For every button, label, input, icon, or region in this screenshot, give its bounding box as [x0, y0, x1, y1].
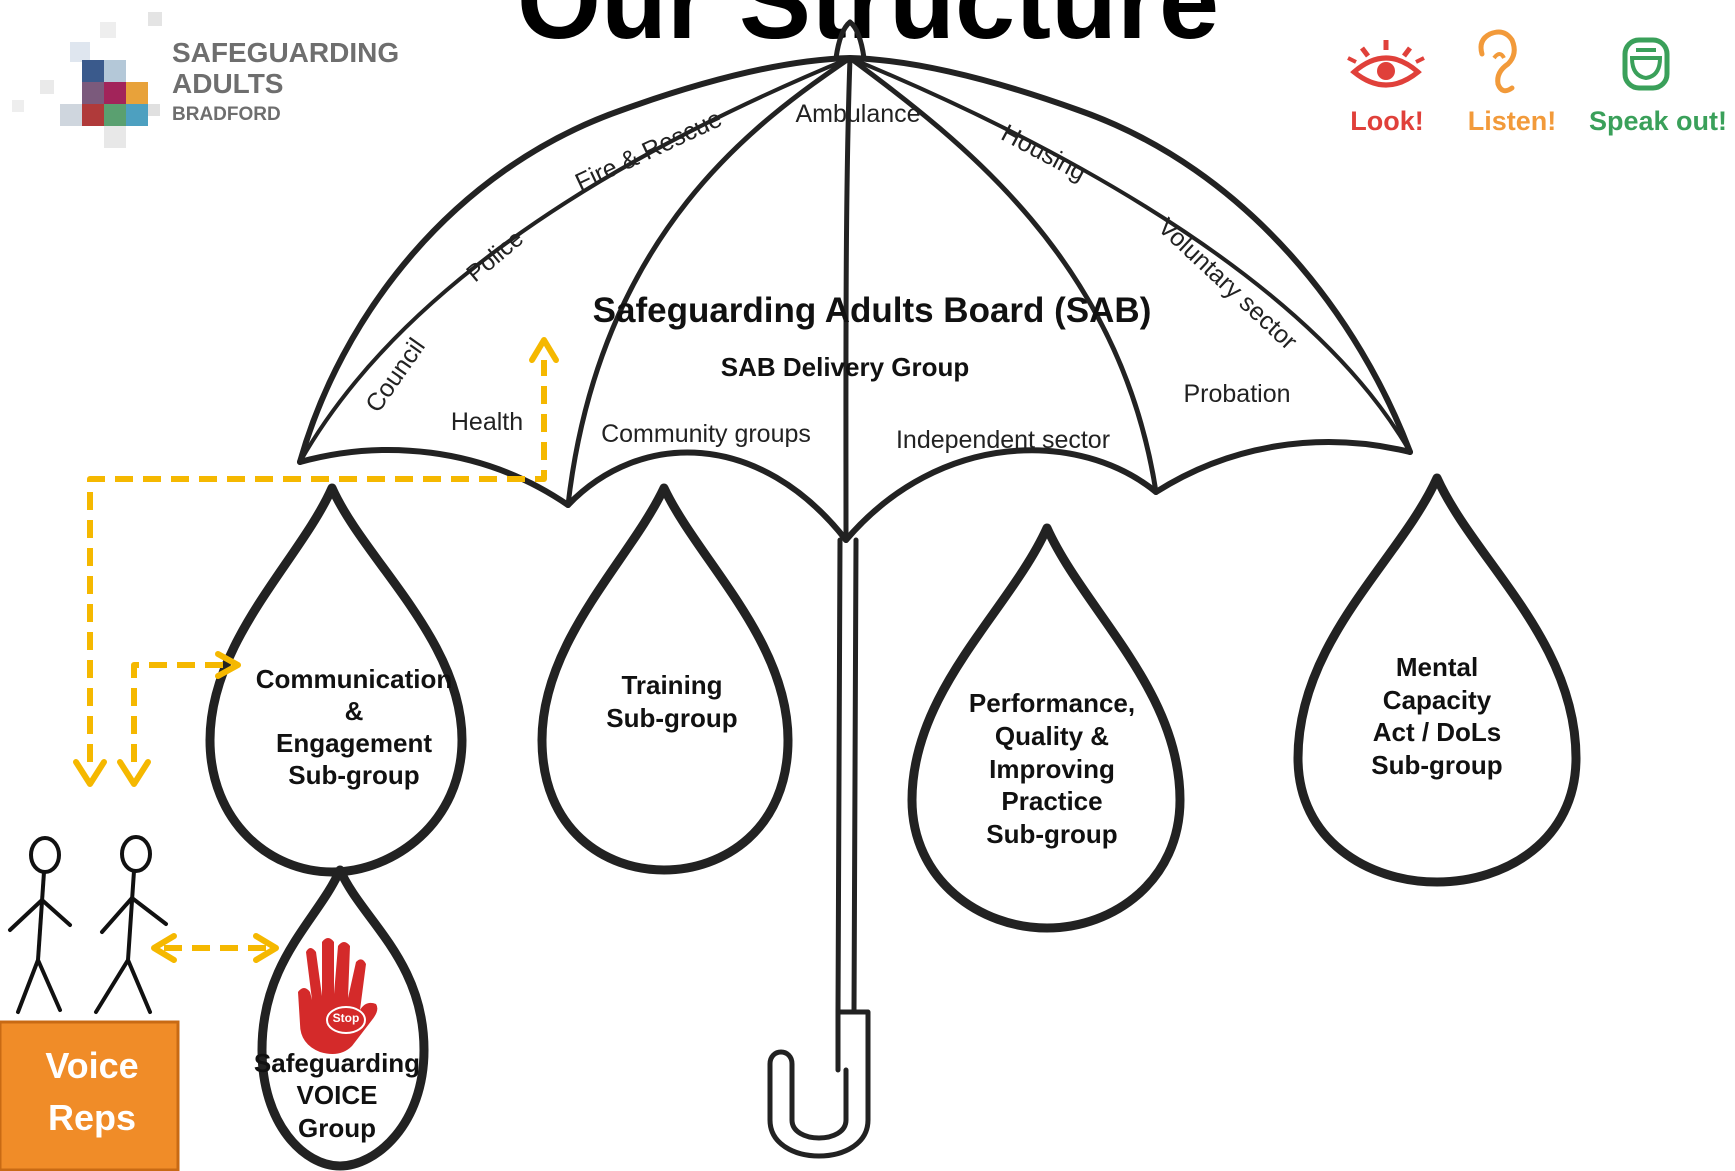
- arrowhead-board-up: [529, 337, 559, 363]
- board-title: Safeguarding Adults Board (SAB): [593, 291, 1152, 330]
- comms-subgroup-drop: [205, 483, 467, 877]
- logo-line-3: BRADFORD: [172, 104, 281, 125]
- umbrella-scallop-2: [565, 449, 849, 543]
- voluntary-sector-label: Voluntary sector: [1152, 213, 1302, 356]
- mca-line-3: Act / DoLs: [1373, 717, 1502, 747]
- housing-label: Housing: [997, 119, 1091, 187]
- ear-icon: [1478, 29, 1517, 94]
- umbrella-scallop-1: [297, 447, 571, 508]
- arrow-voicereps-to-comms: [131, 662, 228, 762]
- safeguarding-adults-logo: SAFEGUARDING ADULTS BRADFORD: [12, 12, 399, 148]
- umbrella-rib-1: [565, 55, 853, 508]
- training-line-1: Training: [621, 670, 722, 700]
- performance-line-5: Sub-group: [986, 819, 1117, 849]
- comms-line-3: Engagement: [276, 728, 432, 758]
- speak-out-slogan: Speak out!: [1589, 106, 1727, 136]
- look-slogan: Look!: [1350, 106, 1424, 136]
- stop-sign-text: Stop: [333, 1011, 360, 1025]
- arrowhead-voice-right: [253, 933, 279, 963]
- police-label: Police: [461, 225, 528, 288]
- stop-hand-icon: Stop: [298, 938, 378, 1054]
- performance-line-2: Quality &: [995, 721, 1109, 751]
- comms-line-2: &: [345, 696, 364, 726]
- performance-subgroup-drop: [907, 523, 1185, 933]
- community-groups-label: Community groups: [601, 420, 811, 448]
- training-subgroup-drop: [537, 483, 793, 875]
- umbrella-tip: [833, 19, 867, 61]
- voice-reps-box: Voice Reps: [0, 1020, 180, 1171]
- person-icon-left: [8, 836, 72, 1014]
- person-icon-right: [94, 835, 168, 1014]
- logo-mosaic-icon: [12, 12, 162, 148]
- arrow-voicereps-to-board: [87, 360, 547, 762]
- voice-line-2: VOICE: [297, 1080, 378, 1110]
- performance-line-3: Improving: [989, 754, 1115, 784]
- voice-reps-line-1: Voice: [45, 1045, 138, 1086]
- arrowhead-comms-right: [215, 651, 241, 679]
- mca-line-2: Capacity: [1383, 685, 1492, 715]
- umbrella-handle: [767, 1049, 871, 1159]
- health-label: Health: [451, 408, 523, 436]
- umbrella-rib-4: [298, 56, 852, 464]
- logo-line-1: SAFEGUARDING: [172, 37, 399, 68]
- comms-line-4: Sub-group: [288, 760, 419, 790]
- page-title: Our Structure: [517, 0, 1219, 61]
- voice-line-3: Group: [298, 1113, 376, 1143]
- performance-line-4: Practice: [1001, 786, 1102, 816]
- delivery-group: SAB Delivery Group: [721, 352, 970, 382]
- independent-sector-label: Independent sector: [896, 426, 1110, 454]
- listen-slogan: Listen!: [1468, 106, 1557, 136]
- umbrella-scallop-3: [843, 447, 1159, 543]
- umbrella-scallop-4: [1153, 439, 1413, 495]
- performance-line-1: Performance,: [969, 688, 1135, 718]
- eye-icon: [1347, 40, 1425, 88]
- umbrella-rib-2: [843, 55, 853, 543]
- look-listen-speak: Look! Listen! Speak out!: [1347, 29, 1727, 136]
- comms-line-1: Communication: [256, 664, 452, 694]
- voice-reps-line-2: Reps: [48, 1097, 136, 1138]
- umbrella-rib-5: [848, 56, 1412, 454]
- mca-subgroup-drop: [1293, 473, 1581, 887]
- training-line-2: Sub-group: [606, 703, 737, 733]
- umbrella-shaft: [835, 537, 859, 1015]
- mca-line-1: Mental: [1396, 652, 1478, 682]
- umbrella: [297, 19, 1413, 1159]
- arrowhead-voice-left: [151, 933, 177, 963]
- speaking-mouth-icon: [1622, 37, 1670, 91]
- ambulance-label: Ambulance: [795, 100, 920, 128]
- mca-line-4: Sub-group: [1371, 750, 1502, 780]
- logo-line-2: ADULTS: [172, 68, 283, 99]
- umbrella-grip: [835, 1009, 871, 1073]
- umbrella-rib-3: [847, 55, 1159, 495]
- council-label: Council: [360, 333, 431, 417]
- probation-label: Probation: [1183, 380, 1290, 408]
- arrowhead-left-down: [73, 759, 107, 787]
- arrowhead-right-down: [117, 759, 151, 787]
